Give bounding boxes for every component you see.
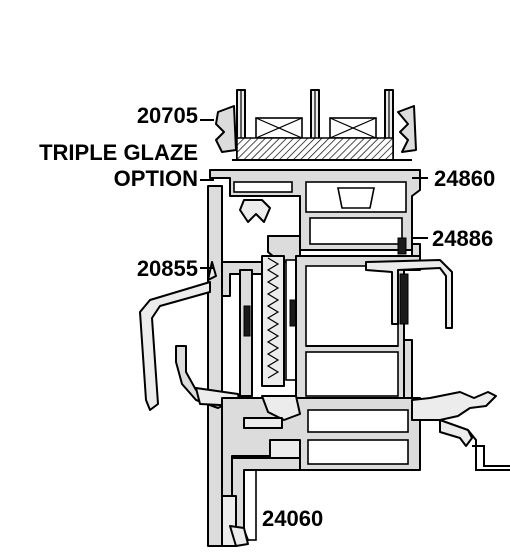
label-triple-glaze-line2: OPTION bbox=[113, 166, 198, 191]
label-20705: 20705 bbox=[136, 103, 198, 128]
thermal-break bbox=[261, 255, 299, 387]
glazing-bead-right bbox=[397, 105, 417, 153]
outer-frame-20855 bbox=[139, 185, 263, 547]
vent-sash bbox=[295, 255, 453, 407]
triple-glazing-unit bbox=[232, 89, 412, 161]
glazing-bead-left bbox=[215, 105, 237, 153]
right-cill bbox=[411, 391, 510, 471]
label-24060: 24060 bbox=[262, 506, 324, 531]
label-20855: 20855 bbox=[136, 256, 198, 281]
label-24860: 24860 bbox=[434, 166, 496, 191]
lower-frame bbox=[221, 395, 421, 547]
edge-seal bbox=[236, 137, 394, 161]
label-24886: 24886 bbox=[432, 226, 494, 251]
sash-profile-24860 bbox=[209, 169, 421, 251]
label-triple-glaze-line1: TRIPLE GLAZE bbox=[39, 140, 198, 165]
